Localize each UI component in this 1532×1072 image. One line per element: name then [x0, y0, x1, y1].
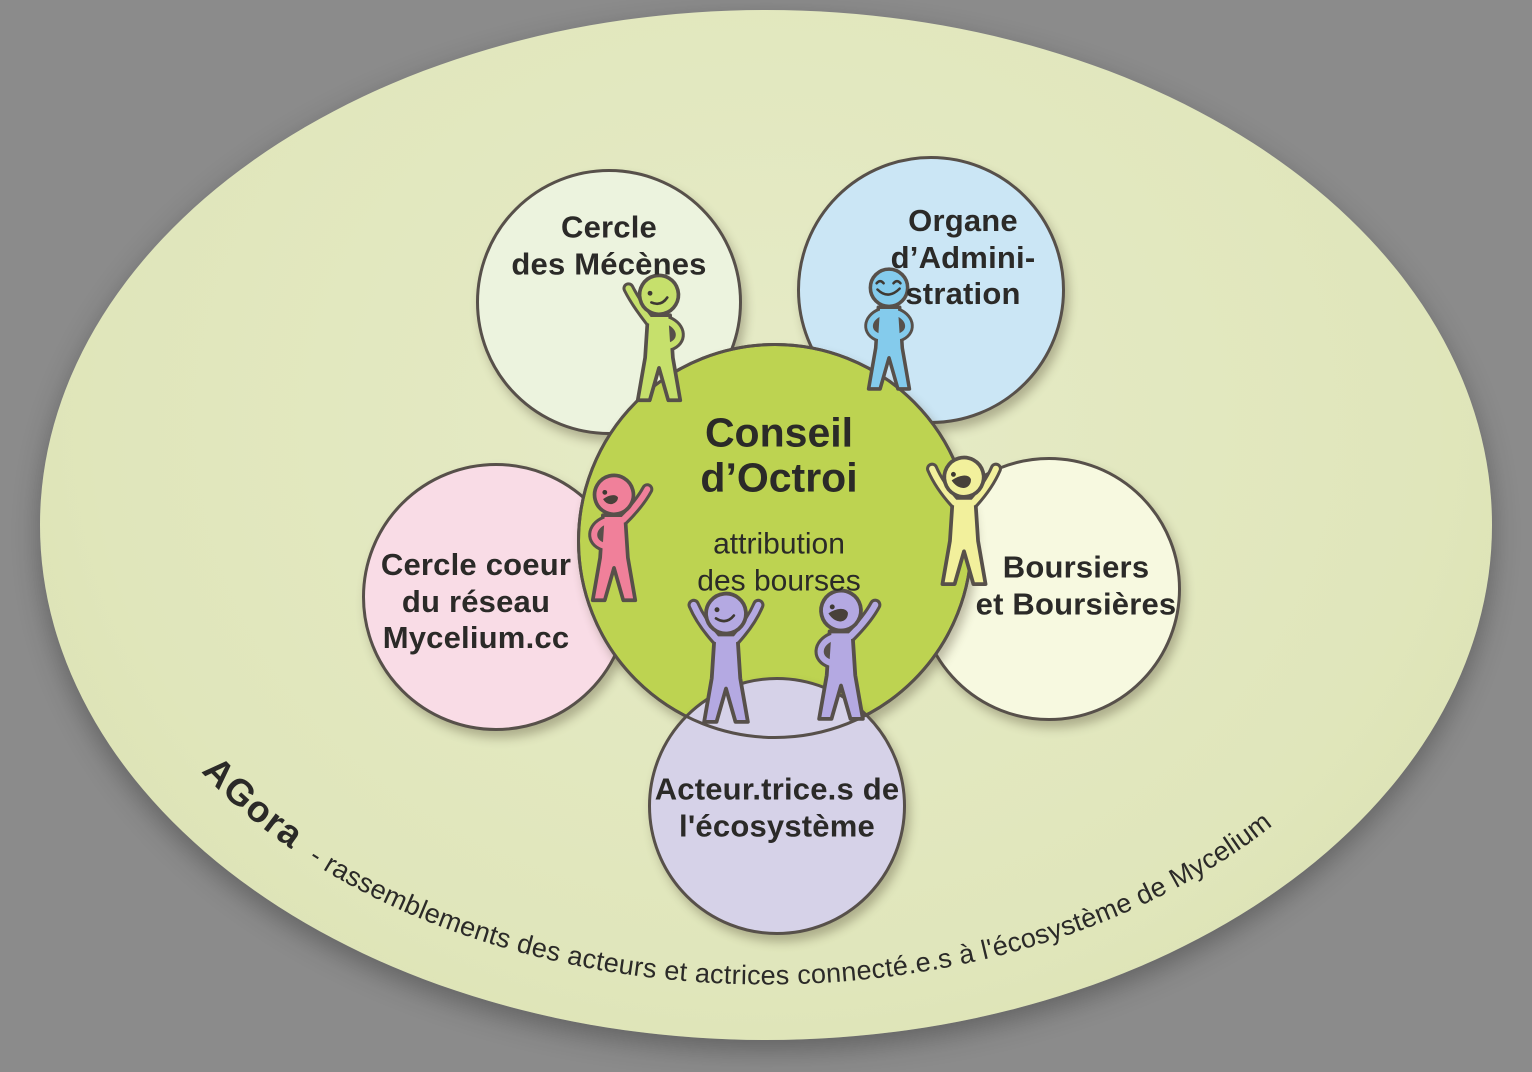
label-organe-administration: Organe d’Admini- stration	[890, 203, 1036, 312]
conseil-octroi-subtitle: attribution des bourses	[697, 527, 861, 598]
label-acteurs-ecosysteme: Acteur.trice.s de l'écosystème	[654, 771, 900, 843]
person-figure-boursiers	[903, 450, 1025, 600]
person-figure-mecenes	[596, 268, 722, 416]
label-boursiers: Boursiers et Boursières	[975, 549, 1177, 621]
agora-caption-bold: AGora	[195, 749, 311, 857]
person-figure-coeur	[552, 468, 676, 616]
person-figure-administration	[830, 262, 948, 404]
conseil-octroi-title: Conseil d’Octroi	[700, 409, 858, 501]
circle-organe-administration	[797, 156, 1065, 424]
person-figure-acteurs-left	[666, 586, 786, 738]
label-cercle-des-mecenes: Cercle des Mécènes	[511, 209, 707, 281]
label-conseil-octroi: Conseil d’Octroi attribution des bourses	[697, 392, 860, 617]
label-cercle-coeur-reseau: Cercle coeur du réseau Mycelium.cc	[380, 547, 572, 656]
person-figure-acteurs-right	[780, 583, 902, 735]
